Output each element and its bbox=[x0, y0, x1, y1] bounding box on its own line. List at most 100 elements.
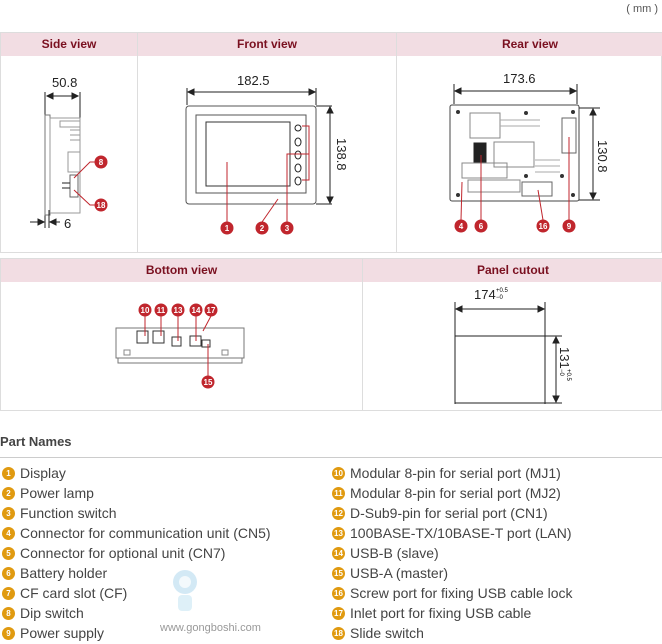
part-name-label: 100BASE-TX/10BASE-T port (LAN) bbox=[350, 525, 572, 541]
part-name-label: CF card slot (CF) bbox=[20, 585, 128, 601]
svg-text:8: 8 bbox=[99, 158, 104, 167]
part-name-item: 6 Battery holder bbox=[2, 563, 107, 583]
unit-label: ( mm ) bbox=[626, 3, 658, 15]
part-name-label: Inlet port for fixing USB cable bbox=[350, 605, 532, 621]
number-badge-icon: 12 bbox=[332, 506, 345, 520]
part-name-label: Power supply bbox=[20, 625, 105, 641]
svg-text:174: 174 bbox=[474, 287, 496, 302]
part-name-label: Screw port for fixing USB cable lock bbox=[350, 585, 573, 601]
part-name-label: Power lamp bbox=[20, 485, 94, 501]
number-badge-icon: 2 bbox=[2, 486, 15, 500]
marker-8 bbox=[94, 155, 108, 169]
marker-15: 15 bbox=[204, 378, 213, 387]
part-name-item: 11 Modular 8-pin for serial port (MJ2) bbox=[332, 483, 561, 503]
part-name-label: Modular 8-pin for serial port (MJ1) bbox=[350, 465, 561, 481]
front-view-header: Front view bbox=[138, 33, 397, 56]
front-height-dim: 138.8 bbox=[334, 138, 349, 171]
part-name-item: 15 USB-A (master) bbox=[332, 563, 448, 583]
views-table-bottom: Bottom view Panel cutout bbox=[0, 258, 662, 411]
number-badge-icon: 14 bbox=[332, 546, 345, 560]
cell-divider bbox=[1, 282, 363, 410]
number-badge-icon: 11 bbox=[332, 486, 345, 500]
side-width-dim: 50.8 bbox=[52, 75, 77, 90]
part-name-item: 18 Slide switch bbox=[332, 623, 424, 643]
rear-height-dim: 130.8 bbox=[595, 140, 610, 173]
number-badge-icon: 3 bbox=[2, 506, 15, 520]
part-name-label: USB-B (slave) bbox=[350, 545, 439, 561]
rear-view-header: Rear view bbox=[397, 33, 662, 56]
part-name-item: 2 Power lamp bbox=[2, 483, 94, 503]
bottom-view-drawing: 10 11 13 14 17 15 174 +0.5 −0 131 +0.5 −… bbox=[115, 287, 572, 404]
part-name-label: Slide switch bbox=[350, 625, 424, 641]
number-badge-icon: 17 bbox=[332, 606, 345, 620]
marker-18 bbox=[94, 198, 108, 212]
svg-text:−0: −0 bbox=[558, 369, 564, 377]
marker-10: 10 bbox=[141, 306, 150, 315]
number-badge-icon: 8 bbox=[2, 606, 15, 620]
marker-2: 2 bbox=[260, 224, 265, 233]
svg-text:18: 18 bbox=[97, 201, 106, 210]
part-name-label: Connector for communication unit (CN5) bbox=[20, 525, 271, 541]
part-name-label: D-Sub9-pin for serial port (CN1) bbox=[350, 505, 548, 521]
side-view-drawing: 50.8 6 8 18 bbox=[30, 75, 108, 231]
marker-3: 3 bbox=[285, 224, 290, 233]
marker-17: 17 bbox=[207, 306, 216, 315]
bottom-view-header: Bottom view bbox=[1, 259, 363, 282]
part-name-label: Connector for optional unit (CN7) bbox=[20, 545, 226, 561]
svg-text:+0.5: +0.5 bbox=[496, 288, 509, 294]
front-width-dim: 182.5 bbox=[237, 73, 270, 88]
rear-width-dim: 173.6 bbox=[503, 71, 536, 86]
divider bbox=[0, 457, 662, 458]
marker-1: 1 bbox=[225, 224, 230, 233]
svg-text:−0: −0 bbox=[496, 295, 504, 301]
number-badge-icon: 4 bbox=[2, 526, 15, 540]
part-name-label: Display bbox=[20, 465, 66, 481]
number-badge-icon: 16 bbox=[332, 586, 345, 600]
part-name-item: 1 Display bbox=[2, 463, 66, 483]
number-badge-icon: 15 bbox=[332, 566, 345, 580]
number-badge-icon: 10 bbox=[332, 466, 345, 480]
part-name-label: USB-A (master) bbox=[350, 565, 449, 581]
side-view-header: Side view bbox=[1, 33, 138, 56]
cell-divider bbox=[138, 56, 397, 252]
part-name-item: 7 CF card slot (CF) bbox=[2, 583, 127, 603]
number-badge-icon: 7 bbox=[2, 586, 15, 600]
watermark-url: www.gongboshi.com bbox=[160, 622, 261, 634]
front-view-drawing: 182.5 138.8 1 2 3 bbox=[185, 73, 349, 235]
marker-13: 13 bbox=[174, 306, 183, 315]
part-name-item: 10 Modular 8-pin for serial port (MJ1) bbox=[332, 463, 561, 483]
cutout-height-dim: 131 +0.5 −0 bbox=[557, 347, 572, 382]
marker-9: 9 bbox=[567, 222, 572, 231]
marker-14: 14 bbox=[192, 306, 201, 315]
cell-divider bbox=[1, 56, 138, 252]
part-name-label: Function switch bbox=[20, 505, 117, 521]
views-table-top: Side view Front view Rear view bbox=[0, 32, 662, 253]
panel-cutout-header: Panel cutout bbox=[363, 259, 662, 282]
watermark-logo bbox=[173, 570, 197, 611]
number-badge-icon: 6 bbox=[2, 566, 15, 580]
marker-6: 6 bbox=[479, 222, 484, 231]
marker-4: 4 bbox=[459, 222, 464, 231]
part-name-label: Battery holder bbox=[20, 565, 108, 581]
marker-11: 11 bbox=[157, 306, 166, 315]
cutout-width-dim: 174 +0.5 −0 bbox=[474, 287, 509, 302]
part-name-item: 17 Inlet port for fixing USB cable bbox=[332, 603, 531, 623]
part-name-item: 16 Screw port for fixing USB cable lock bbox=[332, 583, 573, 603]
number-badge-icon: 18 bbox=[332, 626, 345, 640]
svg-text:131: 131 bbox=[557, 347, 572, 369]
part-names-title: Part Names bbox=[0, 434, 72, 449]
part-name-item: 3 Function switch bbox=[2, 503, 116, 523]
rear-view-drawing: 173.6 130.8 4 6 16 9 bbox=[449, 71, 610, 233]
part-name-item: 4 Connector for communication unit (CN5) bbox=[2, 523, 271, 543]
part-name-label: Modular 8-pin for serial port (MJ2) bbox=[350, 485, 561, 501]
marker-16: 16 bbox=[539, 222, 548, 231]
part-name-label: Dip switch bbox=[20, 605, 84, 621]
number-badge-icon: 5 bbox=[2, 546, 15, 560]
part-name-item: 8 Dip switch bbox=[2, 603, 84, 623]
side-depth-dim: 6 bbox=[64, 216, 71, 231]
number-badge-icon: 1 bbox=[2, 466, 15, 480]
part-name-item: 12 D-Sub9-pin for serial port (CN1) bbox=[332, 503, 548, 523]
part-name-item: 14 USB-B (slave) bbox=[332, 543, 439, 563]
